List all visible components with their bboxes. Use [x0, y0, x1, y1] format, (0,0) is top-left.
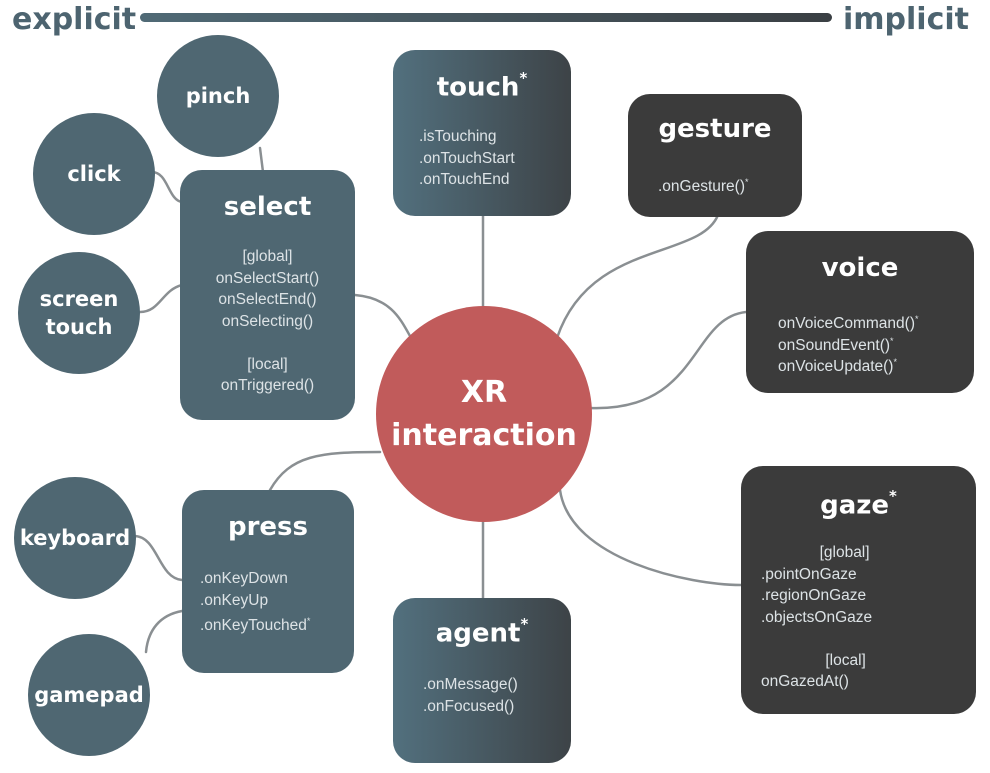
gaze-line-5: [local] — [825, 651, 866, 669]
voice-line-0: onVoiceCommand()* — [778, 314, 919, 333]
link-pinch-select — [258, 146, 265, 174]
touch-title: touch* — [393, 69, 571, 103]
input-gamepad-label: gamepad — [34, 683, 144, 707]
gaze-line-6: onGazedAt() — [761, 673, 849, 690]
press-box: press .onKeyDown .onKeyUp .onKeyTouched* — [182, 490, 354, 673]
press-line-0: .onKeyDown — [200, 570, 288, 587]
gaze-title: gaze* — [741, 487, 976, 521]
input-screen-touch: screen touch — [18, 252, 140, 374]
press-line-1: .onKeyUp — [200, 591, 269, 609]
gaze-line-0: [global] — [819, 544, 870, 561]
link-gamepad-press — [144, 609, 184, 654]
gaze-asterisk: * — [889, 487, 897, 505]
select-line-0: [global] — [242, 248, 293, 265]
gaze-line-1: .pointOnGaze — [761, 565, 857, 583]
agent-title: agent* — [393, 615, 571, 649]
select-lines: [global] onSelectStart() onSelectEnd() onSe… — [180, 246, 355, 397]
voice-line-2: onVoiceUpdate()* — [778, 357, 897, 376]
input-pinch-label: pinch — [185, 84, 251, 108]
voice-line-1: onSoundEvent()* — [778, 335, 894, 354]
asterisk: * — [890, 335, 894, 346]
gaze-line-3: .objectsOnGaze — [761, 608, 873, 626]
input-keyboard: keyboard — [14, 477, 136, 599]
explicit-label: explicit — [12, 2, 137, 37]
input-screen-touch-label: screen touch — [40, 285, 119, 341]
link-screen-touch-select — [138, 283, 184, 314]
select-line-4 — [180, 332, 355, 354]
xr-interaction-hub: XR interaction — [376, 306, 592, 522]
gaze-title-text: gaze — [820, 490, 890, 521]
touch-lines: .isTouching .onTouchStart .onTouchEnd — [419, 126, 515, 191]
hub-line1: XR — [460, 375, 508, 410]
link-click-select — [150, 170, 184, 204]
select-line-5: [local] — [247, 355, 288, 373]
link-gesture-hub — [555, 213, 720, 340]
touch-line-2: .onTouchEnd — [419, 171, 510, 188]
asterisk: * — [893, 357, 897, 367]
gaze-line-2: .regionOnGaze — [761, 587, 867, 604]
agent-lines: .onMessage() .onFocused() — [423, 674, 518, 717]
input-click-label: click — [67, 162, 121, 186]
voice-lines: onVoiceCommand()* onSoundEvent()* onVoiceU… — [778, 309, 919, 376]
select-line-6: onTriggered() — [220, 377, 315, 394]
gesture-line-0: .onGesture()* — [658, 177, 749, 196]
link-voice-hub — [588, 310, 748, 410]
link-press-hub — [268, 450, 382, 492]
input-click: click — [33, 113, 155, 235]
press-title: press — [227, 512, 309, 542]
agent-box: agent* .onMessage() .onFocused() — [393, 598, 571, 763]
agent-title-text: agent — [435, 618, 521, 649]
gesture-box: gesture .onGesture()* — [628, 94, 802, 217]
asterisk: * — [306, 616, 311, 626]
gaze-lines: [global] .pointOnGaze .regionOnGaze .object… — [761, 542, 872, 693]
input-gamepad: gamepad — [28, 634, 150, 756]
select-line-2: onSelectEnd() — [218, 291, 317, 308]
hub-line2: interaction — [391, 418, 577, 453]
agent-asterisk: * — [520, 615, 529, 633]
explicit-implicit-axis — [140, 13, 832, 22]
press-lines: .onKeyDown .onKeyUp .onKeyTouched* — [200, 568, 311, 635]
voice-title: voice — [821, 253, 899, 283]
input-pinch: pinch — [157, 35, 279, 157]
select-line-1: onSelectStart() — [215, 269, 320, 287]
agent-line-0: .onMessage() — [423, 676, 518, 693]
select-line-3: onSelecting() — [221, 312, 314, 330]
gaze-line-4 — [761, 628, 872, 650]
implicit-label: implicit — [843, 2, 969, 37]
touch-box: touch* .isTouching .onTouchStart .onTouchE… — [393, 50, 571, 216]
touch-line-0: .isTouching — [419, 128, 497, 145]
gesture-lines: .onGesture()* — [658, 172, 749, 196]
press-line-2: .onKeyTouched* — [200, 616, 311, 635]
gaze-box: gaze* [global] .pointOnGaze .regionOnGaze.… — [741, 466, 976, 714]
asterisk: * — [745, 177, 749, 187]
input-screen-touch-line1: screen — [39, 287, 119, 311]
input-screen-touch-line2: touch — [45, 315, 113, 339]
link-keyboard-press — [132, 534, 184, 582]
agent-line-1: .onFocused() — [423, 697, 515, 715]
select-title: select — [223, 192, 312, 222]
touch-asterisk: * — [519, 69, 528, 87]
voice-box: voice onVoiceCommand()*onSoundEvent()*on… — [746, 231, 974, 393]
input-keyboard-label: keyboard — [19, 526, 131, 550]
touch-title-text: touch — [436, 72, 520, 103]
gesture-title: gesture — [658, 114, 772, 144]
link-gaze-hub — [558, 488, 743, 587]
select-box: select [global] onSelectStart() onSelectEn… — [180, 170, 355, 420]
touch-line-1: .onTouchStart — [419, 149, 515, 167]
asterisk: * — [914, 314, 919, 324]
link-select-hub — [353, 293, 412, 338]
